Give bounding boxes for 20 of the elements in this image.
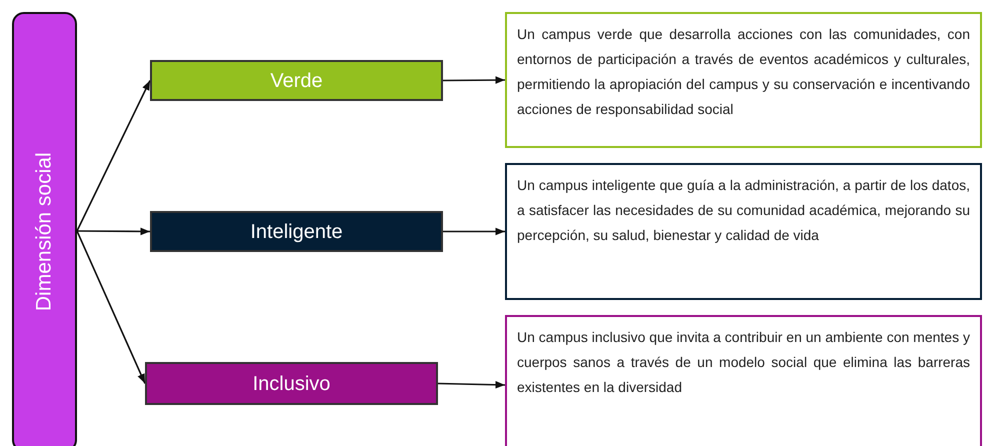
category-box xyxy=(12,12,77,446)
process-box xyxy=(145,362,438,405)
process-box xyxy=(150,211,443,252)
node-label: Inclusivo xyxy=(252,372,330,396)
description-text: Un campus inclusivo que invita a contribuir en un ambiente con mentes y cuerpos sanos a través de un modelo social que elimina las barreras existentes en la diversidad xyxy=(517,328,970,397)
process-box xyxy=(150,60,443,101)
arrow xyxy=(76,80,151,232)
arrow xyxy=(438,380,506,389)
description-box xyxy=(505,12,982,148)
arrow xyxy=(443,76,505,84)
description-box xyxy=(505,163,982,300)
node-label: Verde xyxy=(270,68,323,94)
description-text: Un campus inteligente que guía a la administración, a partir de los datos, a satisfacer las necesidades de su comunidad académica, mejorando su percepción, su salud, bienestar y calidad de vida xyxy=(517,176,970,245)
node-label: Inteligente xyxy=(250,220,343,244)
arrow xyxy=(443,228,505,236)
arrow xyxy=(76,230,146,384)
description-text: Un campus verde que desarrolla acciones con las comunidades, con entornos de participación a través de eventos académicos y culturales, permitiendo la apropiación del campus y su conservación e incentivando acciones de responsabilidad social xyxy=(517,25,970,119)
description-box xyxy=(505,315,982,446)
arrow xyxy=(77,228,150,236)
category-label: Dimensión social xyxy=(32,152,57,312)
